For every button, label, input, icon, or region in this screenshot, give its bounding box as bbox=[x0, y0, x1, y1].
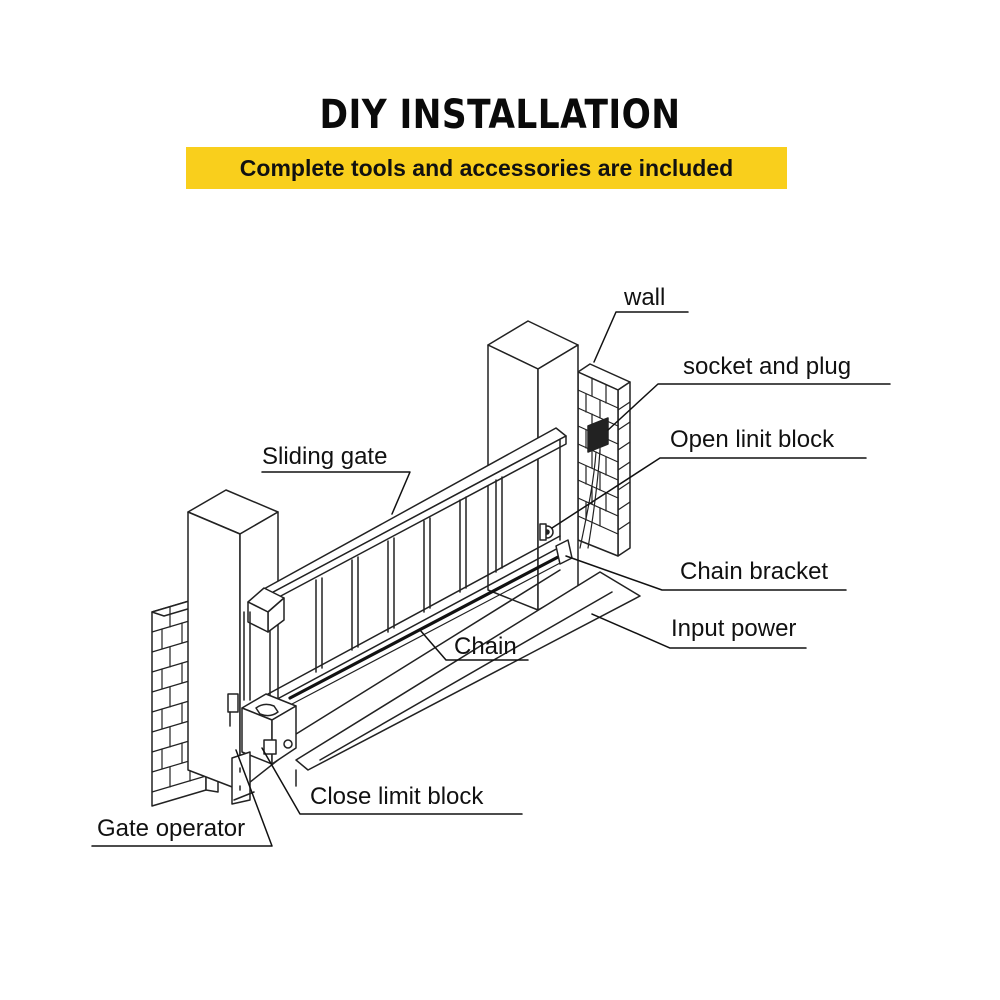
chain bbox=[288, 554, 563, 705]
diagram-labels: wall socket and plug Open linit block Sl… bbox=[97, 284, 851, 842]
label-close-limit-block: Close limit block bbox=[310, 783, 484, 810]
open-limit-block bbox=[539, 523, 554, 541]
label-wall: wall bbox=[623, 284, 665, 311]
label-sliding-gate: Sliding gate bbox=[262, 443, 387, 470]
ground-track bbox=[279, 569, 641, 787]
subtitle-banner: Complete tools and accessories are inclu… bbox=[186, 147, 787, 189]
subtitle-text: Complete tools and accessories are inclu… bbox=[239, 154, 734, 181]
label-chain: Chain bbox=[454, 633, 517, 660]
leader-lines bbox=[91, 311, 891, 847]
label-input-power: Input power bbox=[671, 615, 796, 642]
gate-operator-motor bbox=[227, 693, 297, 805]
right-brick-wall bbox=[577, 363, 631, 557]
sliding-gate bbox=[243, 427, 567, 705]
label-gate-operator: Gate operator bbox=[97, 815, 245, 842]
label-open-limit-block: Open linit block bbox=[670, 426, 835, 453]
label-socket-and-plug: socket and plug bbox=[683, 353, 851, 380]
diagram-title: DIY INSTALLATION bbox=[319, 92, 681, 138]
label-chain-bracket: Chain bracket bbox=[680, 558, 828, 585]
socket-box bbox=[579, 417, 609, 549]
